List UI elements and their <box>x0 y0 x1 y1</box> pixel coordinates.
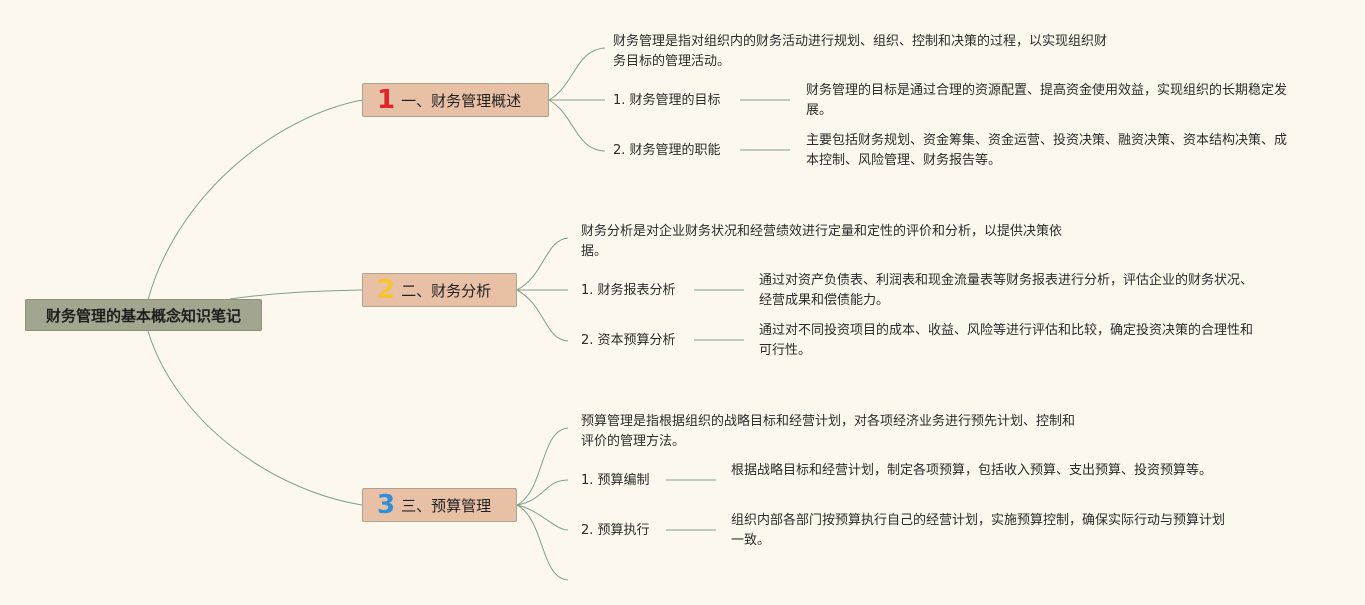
branch-2-item-2-detail: 通过对不同投资项目的成本、收益、风险等进行评估和比较，确定投资决策的合理性和可行… <box>759 323 1254 358</box>
branch-number-3: 3 <box>377 490 396 520</box>
branch-3-item-2-detail: 组织内部各部门按预算执行自己的经营计划，实施预算控制，确保实际行动与预算计划一致… <box>731 513 1226 548</box>
b3-link-extra <box>516 504 569 581</box>
b2-link-desc <box>516 237 569 291</box>
branch-title-1: 一、财务管理概述 <box>401 91 522 110</box>
branch-title-2: 二、财务分析 <box>401 281 492 300</box>
branch-1-item-2-label[interactable]: 2. 财务管理的职能 <box>613 143 721 158</box>
b3-link-item1 <box>516 479 569 506</box>
b3-link-item2 <box>516 504 569 531</box>
branch-node-1[interactable]: 1 一、财务管理概述 <box>362 83 549 117</box>
root-link-2 <box>229 289 363 300</box>
branch-2-item-2-label[interactable]: 2. 资本预算分析 <box>581 333 676 348</box>
branch-number-1: 1 <box>377 85 396 115</box>
branch-node-3[interactable]: 3 三、预算管理 <box>362 488 517 522</box>
branch-3-item-1-detail: 根据战略目标和经营计划，制定各项预算，包括收入预算、支出预算、投资预算等。 <box>731 463 1213 478</box>
branch-2-item-1-label[interactable]: 1. 财务报表分析 <box>581 283 676 298</box>
branch-title-3: 三、预算管理 <box>401 496 492 515</box>
b1-link-desc <box>548 47 606 101</box>
branch-2-description: 财务分析是对企业财务状况和经营绩效进行定量和定性的评价和分析，以提供决策依据。 <box>581 224 1063 259</box>
b2-link-item2 <box>516 289 569 342</box>
branch-3-description: 预算管理是指根据组织的战略目标和经营计划，对各项经济业务进行预先计划、控制和评价… <box>581 414 1076 449</box>
branch-number-2: 2 <box>377 275 396 305</box>
branch-3-item-1-label[interactable]: 1. 预算编制 <box>581 473 650 488</box>
b1-link-item2 <box>548 99 606 152</box>
branch-1-item-1-detail: 财务管理的目标是通过合理的资源配置、提高资金使用效益，实现组织的长期稳定发展。 <box>806 83 1288 118</box>
root-link-3 <box>147 330 363 506</box>
root-link-1 <box>147 99 363 301</box>
branch-3-item-2-label[interactable]: 2. 预算执行 <box>581 523 650 538</box>
root-node[interactable]: 财务管理的基本概念知识笔记 <box>25 299 262 331</box>
branch-1-item-1-label[interactable]: 1. 财务管理的目标 <box>613 93 721 108</box>
b3-link-desc <box>516 427 569 506</box>
root-title: 财务管理的基本概念知识笔记 <box>45 306 241 325</box>
branch-node-2[interactable]: 2 二、财务分析 <box>362 273 517 307</box>
branch-1-item-2-detail: 主要包括财务规划、资金筹集、资金运营、投资决策、融资决策、资本结构决策、成本控制… <box>806 133 1288 168</box>
branch-2-item-1-detail: 通过对资产负债表、利润表和现金流量表等财务报表进行分析，评估企业的财务状况、经营… <box>759 273 1254 308</box>
branch-1-description: 财务管理是指对组织内的财务活动进行规划、组织、控制和决策的过程，以实现组织财务目… <box>613 34 1108 69</box>
